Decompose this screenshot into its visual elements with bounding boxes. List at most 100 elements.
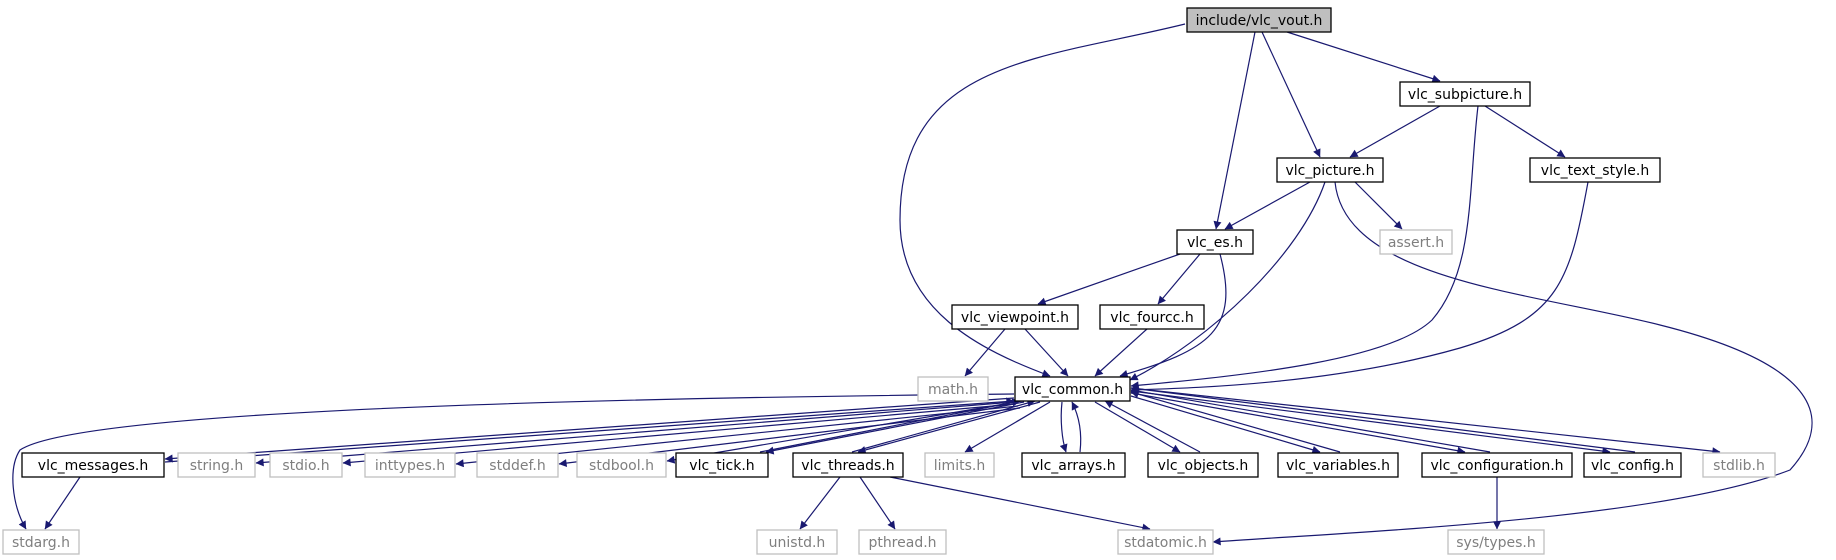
edge-vlc-threads-to-pthread	[859, 476, 896, 530]
node-label-vlc-es: vlc_es.h	[1187, 235, 1243, 251]
node-label-assert: assert.h	[1388, 235, 1444, 251]
node-vlc-fourcc[interactable]: vlc_fourcc.h	[1099, 304, 1205, 330]
edge-vlc-es-to-vlc-fourcc	[1157, 253, 1201, 305]
edge-vlc-common-to-vlc-tick	[765, 401, 1025, 455]
node-label-vlc-text-style: vlc_text_style.h	[1541, 163, 1649, 179]
node-label-sys-types: sys/types.h	[1456, 535, 1535, 551]
node-vlc-text-style[interactable]: vlc_text_style.h	[1529, 157, 1661, 183]
edge-vlc-vout-to-vlc-common	[899, 23, 1186, 378]
node-limits: limits.h	[924, 452, 995, 478]
node-box-vlc-subpicture	[1399, 81, 1531, 107]
node-string: string.h	[177, 452, 256, 478]
node-vlc-variables[interactable]: vlc_variables.h	[1277, 452, 1399, 478]
node-vlc-viewpoint[interactable]: vlc_viewpoint.h	[951, 304, 1079, 330]
edge-vlc-picture-to-stdatomic	[1212, 181, 1813, 546]
node-vlc-es[interactable]: vlc_es.h	[1176, 229, 1254, 255]
node-label-vlc-configuration: vlc_configuration.h	[1430, 458, 1563, 474]
edge-vlc-threads-to-vlc-common	[851, 399, 1036, 453]
node-label-vlc-objects: vlc_objects.h	[1158, 458, 1249, 474]
edge-vlc-subpicture-to-vlc-picture	[1349, 105, 1441, 158]
node-label-unistd: unistd.h	[769, 535, 826, 551]
edge-vlc-vout-to-vlc-es	[1213, 31, 1256, 230]
node-box-sys-types	[1447, 529, 1545, 555]
node-box-assert	[1379, 229, 1453, 255]
node-vlc-tick[interactable]: vlc_tick.h	[675, 452, 769, 478]
node-vlc-vout[interactable]: include/vlc_vout.h	[1186, 7, 1332, 33]
node-box-vlc-variables	[1277, 452, 1399, 478]
node-box-math	[917, 376, 989, 402]
node-label-vlc-picture: vlc_picture.h	[1285, 163, 1374, 179]
node-box-vlc-objects	[1147, 452, 1259, 478]
node-label-stddef: stddef.h	[489, 458, 545, 474]
edge-vlc-configuration-to-vlc-common	[1130, 387, 1491, 453]
node-layer: include/vlc_vout.h vlc_subpicture.h vlc_pi…	[2, 7, 1776, 555]
node-stdlib: stdlib.h	[1702, 452, 1776, 478]
node-label-limits: limits.h	[934, 458, 985, 474]
node-vlc-threads[interactable]: vlc_threads.h	[792, 452, 904, 478]
edge-vlc-vout-to-vlc-picture	[1261, 31, 1321, 158]
node-label-stdarg: stdarg.h	[12, 535, 70, 551]
node-label-stdlib: stdlib.h	[1713, 458, 1765, 474]
node-stdatomic: stdatomic.h	[1117, 529, 1214, 555]
node-box-stdarg	[2, 529, 80, 555]
node-label-vlc-config: vlc_config.h	[1591, 458, 1674, 474]
node-box-stdlib	[1702, 452, 1776, 478]
edge-vlc-subpicture-to-vlc-common	[1130, 105, 1479, 390]
node-inttypes: inttypes.h	[364, 452, 456, 478]
node-box-inttypes	[364, 452, 456, 478]
node-unistd: unistd.h	[756, 529, 838, 555]
node-box-vlc-configuration	[1421, 452, 1573, 478]
node-label-string: string.h	[190, 458, 244, 474]
node-box-vlc-picture	[1276, 157, 1384, 183]
node-box-vlc-tick	[675, 452, 769, 478]
node-label-stdbool: stdbool.h	[589, 458, 654, 474]
edge-vlc-common-to-vlc-objects	[1094, 401, 1181, 453]
node-pthread: pthread.h	[858, 529, 947, 555]
edge-vlc-threads-to-unistd	[799, 476, 841, 530]
node-label-vlc-viewpoint: vlc_viewpoint.h	[961, 310, 1069, 326]
edge-vlc-arrays-to-vlc-common	[1071, 401, 1082, 453]
node-label-stdatomic: stdatomic.h	[1124, 535, 1207, 551]
edge-vlc-common-to-vlc-configuration	[1130, 392, 1466, 455]
node-label-inttypes: inttypes.h	[375, 458, 445, 474]
edge-vlc-threads-to-stdatomic	[889, 476, 1151, 532]
edge-vlc-common-to-stdbool	[666, 400, 1023, 464]
node-vlc-configuration[interactable]: vlc_configuration.h	[1421, 452, 1573, 478]
node-box-vlc-config	[1583, 452, 1682, 478]
node-box-pthread	[858, 529, 947, 555]
node-sys-types: sys/types.h	[1447, 529, 1545, 555]
node-box-vlc-messages	[21, 452, 165, 478]
node-label-vlc-arrays: vlc_arrays.h	[1031, 458, 1115, 474]
node-assert: assert.h	[1379, 229, 1453, 255]
node-vlc-messages[interactable]: vlc_messages.h	[21, 452, 165, 478]
node-vlc-arrays[interactable]: vlc_arrays.h	[1021, 452, 1126, 478]
node-stdbool: stdbool.h	[576, 452, 667, 478]
edge-vlc-config-to-vlc-common	[1130, 384, 1636, 453]
node-box-vlc-fourcc	[1099, 304, 1205, 330]
edge-vlc-fourcc-to-vlc-common	[1094, 328, 1148, 377]
edge-vlc-picture-to-assert	[1354, 181, 1403, 230]
edge-vlc-common-to-vlc-variables	[1130, 395, 1321, 454]
node-label-stdio: stdio.h	[282, 458, 329, 474]
node-label-vlc-vout: include/vlc_vout.h	[1196, 13, 1323, 29]
node-box-vlc-common	[1014, 376, 1131, 402]
node-box-stdatomic	[1117, 529, 1214, 555]
node-vlc-config[interactable]: vlc_config.h	[1583, 452, 1682, 478]
edge-vlc-common-to-vlc-config	[1130, 390, 1611, 456]
node-label-vlc-common: vlc_common.h	[1022, 382, 1123, 398]
node-label-vlc-variables: vlc_variables.h	[1286, 458, 1390, 474]
node-stdarg: stdarg.h	[2, 529, 80, 555]
node-box-vlc-vout	[1186, 7, 1332, 33]
edge-vlc-vout-to-vlc-subpicture	[1286, 31, 1441, 83]
node-math: math.h	[917, 376, 989, 402]
edge-vlc-messages-to-vlc-common	[164, 397, 1015, 463]
node-label-math: math.h	[928, 382, 978, 398]
node-vlc-common[interactable]: vlc_common.h	[1014, 376, 1131, 402]
node-vlc-picture[interactable]: vlc_picture.h	[1276, 157, 1384, 183]
edge-vlc-common-to-limits	[964, 401, 1051, 453]
edge-vlc-common-to-vlc-messages	[164, 397, 1015, 463]
node-stdio: stdio.h	[269, 452, 343, 478]
node-vlc-subpicture[interactable]: vlc_subpicture.h	[1399, 81, 1531, 107]
node-vlc-objects[interactable]: vlc_objects.h	[1147, 452, 1259, 478]
